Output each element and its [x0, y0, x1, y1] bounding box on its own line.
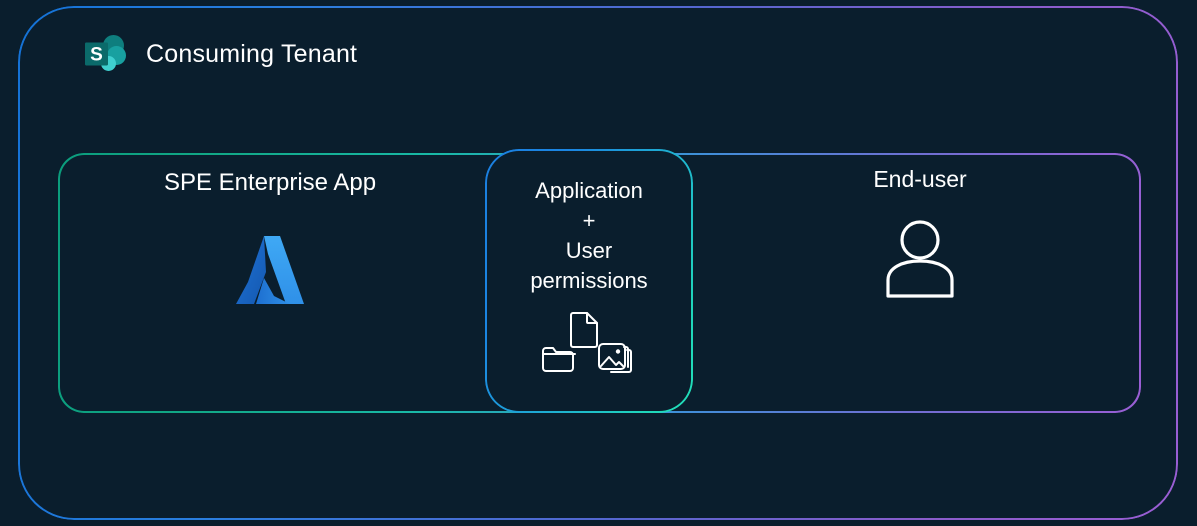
application-user-permissions-boundary — [485, 149, 693, 413]
end-user-label: End-user — [873, 166, 967, 192]
image-icon — [597, 342, 633, 376]
svg-text:S: S — [90, 45, 103, 66]
page-title: Consuming Tenant — [146, 39, 358, 68]
permissions-line-2: + — [582, 208, 596, 233]
content-type-icons — [487, 310, 691, 382]
azure-icon — [60, 232, 480, 308]
document-icon — [569, 310, 601, 348]
permissions-line-1: Application — [535, 178, 643, 203]
column-spe-enterprise-app: SPE Enterprise App — [60, 169, 480, 308]
column-end-user: End-user — [700, 166, 1140, 298]
spe-enterprise-app-label: SPE Enterprise App — [163, 169, 377, 196]
folder-icon — [541, 342, 577, 374]
sharepoint-icon: S — [82, 30, 130, 78]
person-icon — [700, 220, 1140, 298]
column-application-user-permissions: Application + User permissions — [487, 176, 691, 382]
permissions-line-4: permissions — [530, 268, 648, 293]
permissions-line-3: User — [565, 238, 613, 263]
tenant-header: S Consuming Tenant — [82, 30, 357, 78]
